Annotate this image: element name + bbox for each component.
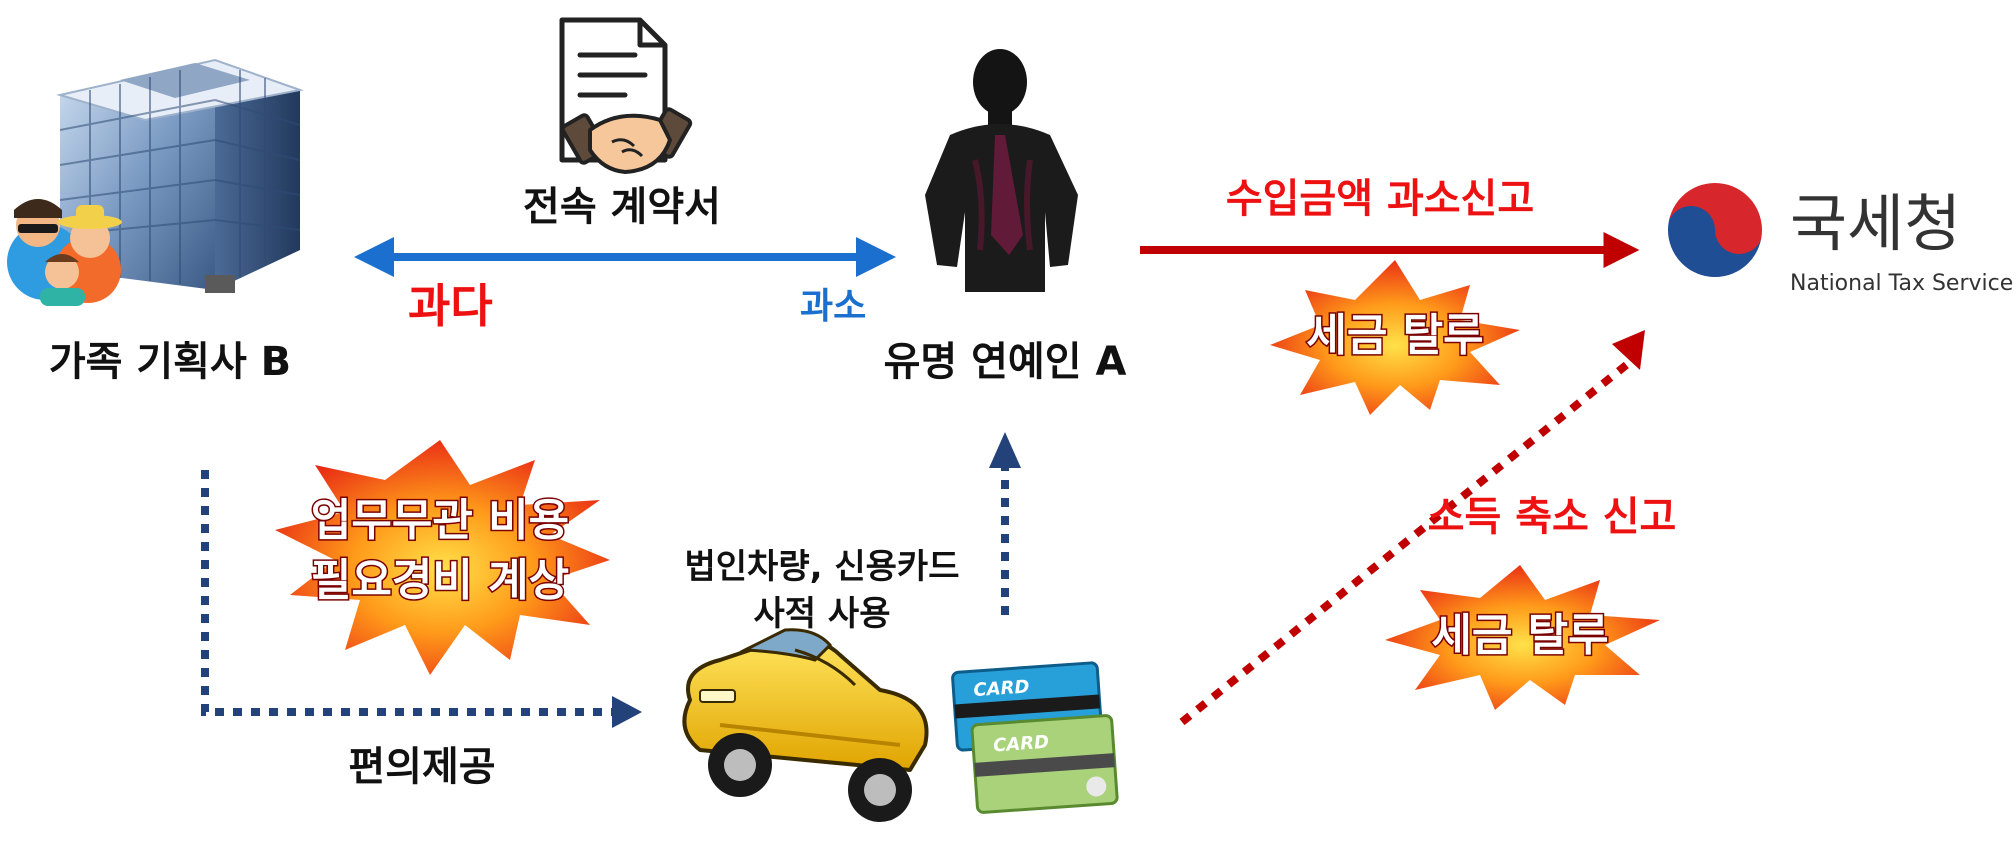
office-building-icon — [56, 58, 304, 293]
expense-label-line2: 필요경비 계상 — [311, 555, 569, 606]
income-reduce-label: 소득 축소 신고 — [1428, 494, 1677, 540]
private-use-arrowhead — [989, 432, 1021, 468]
celebrity-label: 유명 연예인 A — [884, 339, 1127, 385]
family-icon — [7, 199, 122, 306]
under-label: 과소 — [800, 286, 866, 327]
car-card-label-line1: 법인차량, 신용카드 — [685, 547, 960, 587]
card-label-1: CARD — [973, 676, 1030, 701]
sports-car-icon — [682, 628, 929, 822]
over-label: 과다 — [408, 279, 493, 333]
tax-evasion-burst-2: 세금 탈루 — [1385, 565, 1660, 710]
car-card-label-line2: 사적 사용 — [754, 594, 891, 634]
income-reduce-arrowhead — [1612, 330, 1645, 370]
convenience-arrowhead — [612, 696, 642, 728]
nts-subtitle: National Tax Service — [1790, 271, 2013, 296]
nts-name: 국세청 — [1790, 187, 1961, 260]
contract-handshake-icon — [559, 17, 693, 174]
convenience-label: 편의제공 — [348, 744, 495, 790]
tax-evasion-label-2: 세금 탈루 — [1431, 610, 1608, 661]
expense-label-line1: 업무무관 비용 — [311, 495, 569, 546]
tax-evasion-burst-1: 세금 탈루 — [1270, 260, 1520, 415]
contract-label: 전속 계약서 — [523, 184, 721, 230]
convenience-dotted-arrow — [201, 470, 615, 716]
nts-logo-icon — [1666, 181, 1764, 279]
card-label-2: CARD — [992, 732, 1049, 757]
credit-card-icon: CARD CARD — [951, 661, 1119, 814]
income-report-label: 수입금액 과소신고 — [1226, 176, 1534, 222]
silhouette-person-icon — [925, 49, 1078, 292]
expense-burst: 업무무관 비용 필요경비 계상 — [275, 440, 610, 675]
agency-label: 가족 기획사 B — [49, 339, 291, 385]
income-reduce-dotted-arrow — [1179, 354, 1638, 726]
tax-evasion-label-1: 세금 탈루 — [1306, 310, 1483, 361]
